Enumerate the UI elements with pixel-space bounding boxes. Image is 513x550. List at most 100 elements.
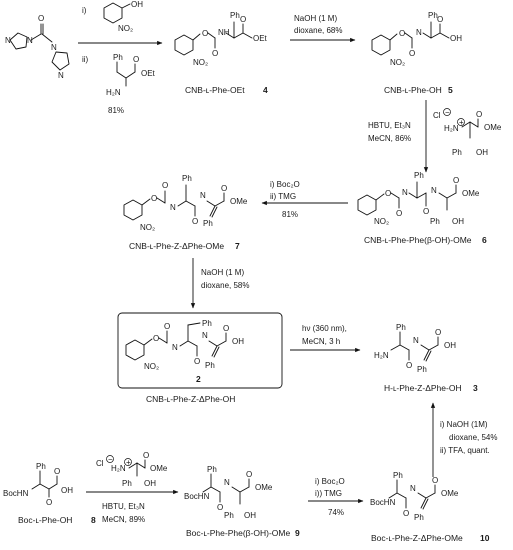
atom-label: OEt xyxy=(141,69,156,78)
atom-label: O xyxy=(423,207,429,216)
reaction-arrow-7: i) NaOH (1M) dioxane, 54% ii) TFA, quant… xyxy=(430,402,497,477)
atom-label: N xyxy=(170,203,176,212)
reaction-arrow-9: i) Boc₂O i)) TMG 74% xyxy=(308,477,364,517)
atom-label: O xyxy=(396,209,402,218)
atom-label: Ph xyxy=(122,479,132,488)
reagent-line: i) Boc₂O xyxy=(270,180,300,189)
atom-label: H₂N xyxy=(444,124,459,133)
compound-3-number: 3 xyxy=(473,383,478,393)
atom-label: N xyxy=(202,331,208,340)
atom-label: O xyxy=(240,15,246,24)
reaction-yield: 81% xyxy=(108,106,124,115)
reaction-arrow-2: NaOH (1 M) dioxane, 68% xyxy=(290,14,356,43)
reagent-line: NaOH (1 M) xyxy=(201,268,244,277)
compound-7-structure: O O N Ph O N O OMe Ph NO₂ xyxy=(123,174,248,232)
charge-label: − xyxy=(445,108,450,117)
atom-label: O xyxy=(385,189,391,198)
atom-label: NO₂ xyxy=(140,223,155,232)
reaction-arrow-6: hν (360 nm), MeCN, 3 h xyxy=(290,324,361,353)
compound-6-number: 6 xyxy=(482,235,487,245)
compound-2-name: CNB-ʟ-Phe-Z-ΔPhe-OH xyxy=(146,394,235,404)
atom-label: H₂N xyxy=(111,464,126,473)
compound-2-structure: O O N Ph O N O OH Ph NO₂ xyxy=(125,319,244,371)
atom-label: O xyxy=(162,181,168,190)
atom-label: H₂N xyxy=(374,351,389,360)
reagent-line: hν (360 nm), xyxy=(302,324,347,333)
compound-4-number: 4 xyxy=(263,85,268,95)
compound-9-name: Boc-ʟ-Phe-Phe(β-OH)-OMe xyxy=(186,528,290,538)
atom-label: NO₂ xyxy=(374,217,389,226)
atom-label: O xyxy=(437,15,443,24)
atom-label: NH xyxy=(218,28,230,37)
atom-label: OMe xyxy=(462,189,480,198)
atom-label: N xyxy=(27,36,33,45)
atom-label: Ph xyxy=(205,361,215,370)
atom-label: BocHN xyxy=(184,492,210,501)
reagent-line: dioxane, 58% xyxy=(201,281,249,290)
compound-9-number: 9 xyxy=(295,528,300,538)
atom-label: OH xyxy=(476,148,488,157)
compound-2-number: 2 xyxy=(196,374,201,384)
reagent-line: i) NaOH (1M) xyxy=(440,420,488,429)
atom-label: O xyxy=(409,49,415,58)
compound-5-structure: O O N Ph O OH NO₂ xyxy=(371,11,462,67)
atom-label: OEt xyxy=(253,34,268,43)
compound-8-number: 8 xyxy=(91,515,96,525)
reagent-line: MeCN, 86% xyxy=(368,134,411,143)
atom-label: O xyxy=(221,184,227,193)
atom-label: H₂N xyxy=(106,88,121,97)
reagent-line: ii) TFA, quant. xyxy=(440,446,490,455)
atom-label: O xyxy=(151,194,157,203)
compound-10-number: 10 xyxy=(480,533,490,543)
phe-beta-oh-ome-salt-structure: Cl − H₂N + O OMe Ph OH xyxy=(433,108,502,157)
atom-label: OH xyxy=(450,34,462,43)
reagent-line: MeCN, 89% xyxy=(102,515,145,524)
compound-9-structure: Ph BocHN O N O OMe Ph OH xyxy=(184,465,273,520)
atom-label: OMe xyxy=(255,483,273,492)
atom-label: Ph xyxy=(396,323,406,332)
charge-label: + xyxy=(459,118,464,127)
atom-label: Ph xyxy=(36,462,46,471)
compound-8-structure: Ph BocHN O OH O xyxy=(3,462,73,507)
cdi-structure: N N O N N xyxy=(5,14,70,80)
atom-label: Ph xyxy=(414,513,424,522)
atom-label: OH xyxy=(131,0,143,9)
atom-label: O xyxy=(194,357,200,366)
atom-label: O xyxy=(223,324,229,333)
atom-label: N xyxy=(224,478,230,487)
atom-label: OH xyxy=(244,511,256,520)
compound-6-structure: O O N Ph O N O OMe Ph OH NO₂ xyxy=(357,171,480,226)
compound-7-number: 7 xyxy=(235,241,240,251)
atom-label: NO₂ xyxy=(144,362,159,371)
atom-label: O xyxy=(432,476,438,485)
atom-label: Ph xyxy=(452,148,462,157)
atom-label: O xyxy=(164,322,170,331)
reagent-step-label: i) xyxy=(82,6,87,15)
atom-label: N xyxy=(431,186,437,195)
atom-label: OH xyxy=(452,217,464,226)
atom-label: N xyxy=(410,484,416,493)
atom-label: Ph xyxy=(182,174,192,183)
compound-10-structure: Ph BocHN O N O OMe Ph xyxy=(370,471,459,522)
atom-label: Ph xyxy=(430,217,440,226)
atom-label: BocHN xyxy=(370,498,396,507)
atom-label: O xyxy=(403,509,409,518)
atom-label: O xyxy=(133,55,139,64)
atom-label: O xyxy=(192,217,198,226)
reagent-line: MeCN, 3 h xyxy=(302,337,340,346)
reagent-line: HBTU, Et₃N xyxy=(368,121,411,130)
atom-label: N xyxy=(51,43,57,52)
atom-label: NO₂ xyxy=(193,58,208,67)
atom-label: Ph xyxy=(393,471,403,480)
compound-10-name: Boc-ʟ-Phe-Z-ΔPhe-OMe xyxy=(371,533,463,543)
atom-label: N xyxy=(402,188,408,197)
atom-label: Cl xyxy=(96,459,104,468)
reaction-arrow-5: NaOH (1 M) dioxane, 58% xyxy=(190,258,249,309)
atom-label: O xyxy=(153,334,159,343)
atom-label: NO₂ xyxy=(118,24,133,33)
atom-label: BocHN xyxy=(3,489,29,498)
atom-label: O xyxy=(406,361,412,370)
compound-5-name: CNB-ʟ-Phe-OH xyxy=(384,85,442,95)
atom-label: OMe xyxy=(230,197,248,206)
reagent-line: dioxane, 68% xyxy=(294,26,342,35)
